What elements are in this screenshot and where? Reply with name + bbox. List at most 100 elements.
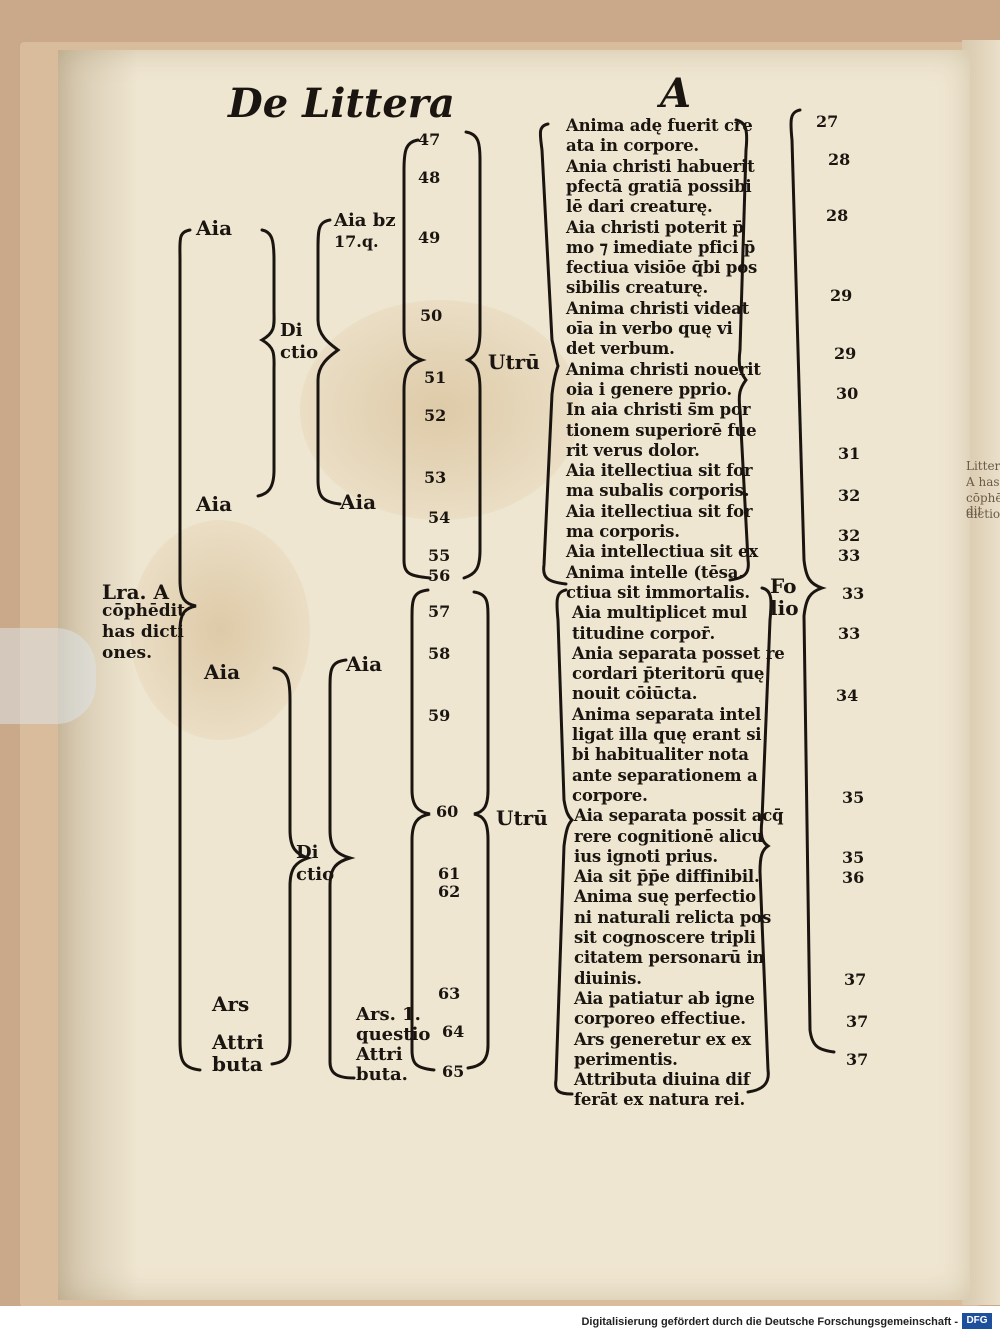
question-line: ma subalis corporis. bbox=[566, 481, 750, 501]
footer-bar bbox=[0, 1306, 1000, 1334]
question-line: Aia intellectiua sit ex bbox=[566, 542, 758, 562]
question-line: Aia separata possit acq̄ bbox=[574, 806, 784, 826]
page-heading-letter: A bbox=[660, 70, 692, 117]
folio-number: 30 bbox=[836, 384, 859, 403]
question-number: 50 bbox=[420, 306, 443, 325]
question-line: Aia patiatur ab igne bbox=[574, 988, 755, 1008]
question-line: fectiua visiōe q̄bi pos bbox=[566, 258, 758, 278]
question-line: sit cognoscere tripli bbox=[574, 928, 756, 947]
question-line: oīa in verbo quę vi bbox=[566, 319, 733, 338]
question-number: 61 bbox=[438, 864, 461, 883]
question-line: Aia itellectiua sit for bbox=[566, 501, 753, 521]
tree-label-aia: Aia bbox=[204, 660, 241, 684]
folio-number: 29 bbox=[834, 344, 857, 363]
tree-label-ars-questio: Ars. 1. bbox=[356, 1004, 421, 1025]
water-stain bbox=[130, 520, 310, 740]
tree-label-ars-questio: questio bbox=[356, 1024, 431, 1045]
root-label-line: has dicti bbox=[102, 622, 184, 642]
tree-label-ars: Ars bbox=[212, 992, 250, 1016]
page-heading: De Littera bbox=[228, 80, 455, 127]
folio-number: 34 bbox=[836, 686, 859, 705]
folio-number: 31 bbox=[838, 444, 861, 463]
question-line: det verbum. bbox=[566, 339, 675, 359]
question-line: perimentis. bbox=[574, 1049, 678, 1069]
question-line: lē dari creaturę. bbox=[566, 197, 713, 217]
dfg-logo: DFG bbox=[962, 1313, 992, 1329]
question-line: ata in corpore. bbox=[566, 136, 699, 156]
question-number: 65 bbox=[442, 1062, 465, 1081]
folio-number: 37 bbox=[846, 1050, 869, 1069]
question-number: 64 bbox=[442, 1022, 465, 1041]
folio-number: 29 bbox=[830, 286, 853, 305]
question-number: 63 bbox=[438, 984, 461, 1003]
folio-number: 37 bbox=[844, 970, 867, 989]
folio-number: 28 bbox=[828, 150, 851, 169]
question-line: Aia sit p̄p̄e diffinibil. bbox=[574, 867, 760, 887]
tree-label-dictio: ctio bbox=[280, 342, 319, 363]
question-line: ius ignoti prius. bbox=[574, 846, 718, 866]
question-number: 57 bbox=[428, 602, 451, 621]
question-number: 53 bbox=[424, 468, 447, 487]
folio-label: Fo bbox=[770, 574, 797, 598]
tree-label-attributa: buta. bbox=[356, 1064, 408, 1085]
question-number: 55 bbox=[428, 546, 451, 565]
folio-number: 32 bbox=[838, 526, 861, 545]
question-line: Attributa diuina dif bbox=[574, 1070, 750, 1090]
question-line: Anima suę perfectio bbox=[574, 887, 756, 907]
page-leaf bbox=[58, 50, 970, 1300]
folio-number: 37 bbox=[846, 1012, 869, 1031]
question-line: ante separationem a bbox=[572, 765, 758, 785]
question-line: ma corporis. bbox=[566, 522, 680, 541]
tree-label-utrum: Utrū bbox=[496, 806, 548, 830]
question-line: Anima intelle (tēsa. bbox=[566, 562, 744, 582]
question-line: Aia multiplicet mul bbox=[572, 603, 748, 623]
water-stain bbox=[300, 300, 580, 520]
tree-label-dictio: Di bbox=[280, 320, 303, 341]
question-line: cordari p̄teritorū quę bbox=[572, 664, 765, 684]
tree-label-attributa: Attri bbox=[212, 1030, 264, 1054]
question-line: Anima separata intel bbox=[572, 704, 762, 724]
question-line: nouit cōiūcta. bbox=[572, 684, 698, 704]
root-label-line: Lra. A bbox=[102, 580, 170, 604]
tree-label-attributa: Attri bbox=[356, 1044, 403, 1065]
question-line: In aia christi s̄m por bbox=[566, 400, 751, 420]
question-number: 47 bbox=[418, 130, 441, 149]
question-line: Ania christi habuerit bbox=[566, 156, 755, 176]
question-number: 52 bbox=[424, 406, 447, 425]
question-line: pfectā gratiā possibi bbox=[566, 176, 752, 196]
facing-page-text: cōphē dit bbox=[966, 491, 1000, 519]
tree-label-attributa: buta bbox=[212, 1052, 263, 1076]
question-line: oia i genere pprio. bbox=[566, 379, 732, 399]
question-number: 60 bbox=[436, 802, 459, 821]
folio-number: 36 bbox=[842, 868, 865, 887]
question-number: 56 bbox=[428, 566, 451, 585]
question-line: corporeo effectiue. bbox=[574, 1009, 746, 1029]
question-line: bi habitualiter nota bbox=[572, 745, 749, 765]
question-line: Anima adę fuerit cre bbox=[566, 116, 753, 135]
folio-number: 35 bbox=[842, 848, 865, 867]
folio-number: 32 bbox=[838, 486, 861, 505]
question-line: ctiua sit immortalis. bbox=[566, 582, 750, 602]
folio-number: 33 bbox=[842, 584, 865, 603]
question-line: titudine corpor̄. bbox=[572, 623, 716, 643]
tree-label-utrum: Utrū bbox=[488, 350, 540, 374]
folio-number: 33 bbox=[838, 546, 861, 565]
tree-label-aia: Aia bbox=[196, 216, 233, 240]
question-number: 51 bbox=[424, 368, 447, 387]
folio-number: 33 bbox=[838, 624, 861, 643]
question-line: sibilis creaturę. bbox=[566, 278, 709, 298]
question-line: Aia itellectiua sit for bbox=[566, 461, 753, 481]
question-line: Anima christi nouerit bbox=[566, 359, 761, 379]
question-line: mo ⁊ imediate pfici p̄ bbox=[566, 237, 756, 257]
tree-label-aia: Aia bbox=[346, 652, 383, 676]
question-line: diuinis. bbox=[574, 968, 642, 988]
question-number: 58 bbox=[428, 644, 451, 663]
question-line: rere cognitionē alicu bbox=[574, 826, 764, 846]
question-line: ni naturali relicta pos bbox=[574, 907, 772, 927]
root-label-line: cōphēdit bbox=[102, 601, 185, 621]
footer-credit: Digitalisierung gefördert durch die Deut… bbox=[581, 1316, 958, 1328]
question-number: 54 bbox=[428, 508, 451, 527]
root-label-line: ones. bbox=[102, 643, 153, 663]
